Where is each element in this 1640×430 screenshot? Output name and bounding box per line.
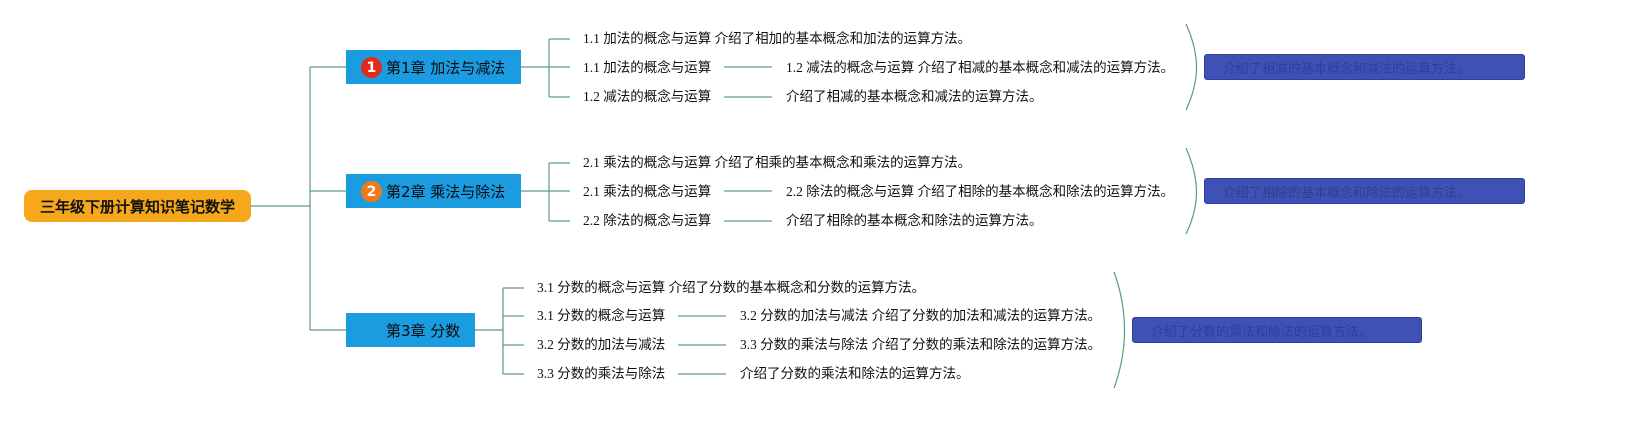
chapter-3-node[interactable]: 第3章 分数 [346, 313, 475, 347]
chapter-2-bracket [1185, 147, 1198, 235]
chapter-3-item-1[interactable]: 3.1 分数的概念与运算 介绍了分数的基本概念和分数的运算方法。 [537, 280, 926, 295]
chapter-1-item-1[interactable]: 1.1 加法的概念与运算 介绍了相加的基本概念和加法的运算方法。 [583, 31, 972, 46]
chapter-1-node[interactable]: 1 第1章 加法与减法 [346, 50, 521, 84]
chapter-3-item-4-child[interactable]: 介绍了分数的乘法和除法的运算方法。 [740, 366, 970, 381]
chapter-3-summary[interactable]: 介绍了分数的乘法和除法的运算方法。 [1132, 317, 1422, 343]
root-topic[interactable]: 三年级下册计算知识笔记数学 [24, 190, 251, 222]
chapter-2-badge: 2 [361, 181, 382, 202]
chapter-1-badge: 1 [361, 57, 382, 78]
chapter-3-item-2-child[interactable]: 3.2 分数的加法与减法 介绍了分数的加法和减法的运算方法。 [740, 308, 1102, 323]
chapter-1-label: 第1章 加法与减法 [386, 58, 506, 77]
chapter-1-item-2[interactable]: 1.1 加法的概念与运算 [583, 60, 712, 75]
chapter-2-label: 第2章 乘法与除法 [386, 182, 506, 201]
chapter-2-item-3[interactable]: 2.2 除法的概念与运算 [583, 213, 712, 228]
chapter-1-item-3[interactable]: 1.2 减法的概念与运算 [583, 89, 712, 104]
chapter-2-item-3-child[interactable]: 介绍了相除的基本概念和除法的运算方法。 [786, 213, 1043, 228]
chapter-1-item-2-child[interactable]: 1.2 减法的概念与运算 介绍了相减的基本概念和减法的运算方法。 [786, 60, 1175, 75]
chapter-3-item-4[interactable]: 3.3 分数的乘法与除法 [537, 366, 666, 381]
chapter-2-item-2-child[interactable]: 2.2 除法的概念与运算 介绍了相除的基本概念和除法的运算方法。 [786, 184, 1175, 199]
chapter-2-node[interactable]: 2 第2章 乘法与除法 [346, 174, 521, 208]
chapter-1-item-3-child[interactable]: 介绍了相减的基本概念和减法的运算方法。 [786, 89, 1043, 104]
chapter-3-item-3-child[interactable]: 3.3 分数的乘法与除法 介绍了分数的乘法和除法的运算方法。 [740, 337, 1102, 352]
chapter-3-item-3[interactable]: 3.2 分数的加法与减法 [537, 337, 666, 352]
chapter-2-summary[interactable]: 介绍了相除的基本概念和除法的运算方法。 [1204, 178, 1525, 204]
chapter-2-item-2[interactable]: 2.1 乘法的概念与运算 [583, 184, 712, 199]
chapter-3-item-2[interactable]: 3.1 分数的概念与运算 [537, 308, 666, 323]
chapter-1-bracket [1185, 23, 1198, 111]
chapter-1-summary[interactable]: 介绍了相减的基本概念和减法的运算方法。 [1204, 54, 1525, 80]
chapter-3-bracket [1113, 271, 1126, 389]
chapter-3-label: 第3章 分数 [386, 321, 461, 340]
chapter-2-item-1[interactable]: 2.1 乘法的概念与运算 介绍了相乘的基本概念和乘法的运算方法。 [583, 155, 972, 170]
